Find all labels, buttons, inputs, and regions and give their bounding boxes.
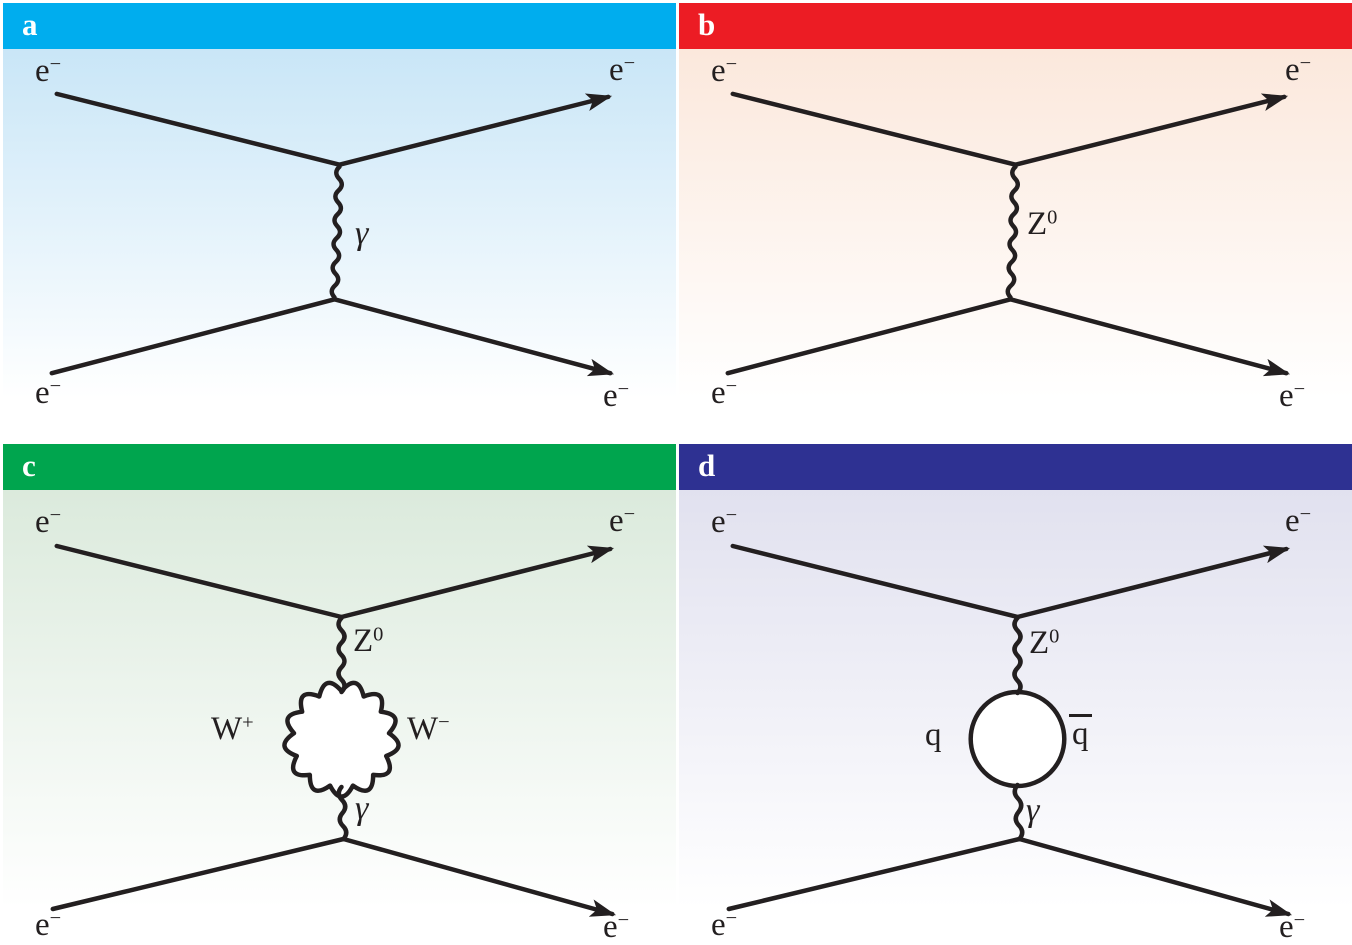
- panel-b-body: e− e− e− e− Z0: [679, 49, 1352, 437]
- feynman-svg-d: [726, 543, 1293, 917]
- electron-line-in-bottom: [726, 836, 1022, 912]
- w-minus-label: W−: [407, 711, 450, 747]
- electron-line-in-top: [730, 543, 1020, 620]
- panel-c: c e− e− e− e− Z0 W+: [3, 444, 676, 945]
- electron-in-bottom-label: e−: [35, 907, 62, 943]
- electron-line-in-bottom: [50, 836, 346, 912]
- electron-out-top-label: e−: [609, 52, 636, 88]
- electron-line-out-bottom: [332, 297, 615, 377]
- electron-line-out-top: [1015, 545, 1291, 620]
- z-boson-propagator: [336, 615, 347, 695]
- panel-a-header: a: [3, 3, 676, 49]
- feynman-svg-c: [50, 543, 617, 917]
- photon-propagator: [329, 164, 345, 300]
- electron-in-top-label: e−: [35, 504, 62, 540]
- photon-label: γ: [355, 789, 369, 827]
- electron-line-out-top: [1013, 93, 1289, 167]
- electron-line-out-bottom: [1008, 297, 1291, 377]
- panel-c-body: e− e− e− e− Z0 W+ W− γ: [3, 490, 676, 945]
- panel-d-body: e− e− e− e− Z0 q q γ: [679, 490, 1352, 945]
- panel-b-letter: b: [698, 7, 716, 42]
- panel-d: d e− e− e− e− Z0 q: [679, 444, 1352, 945]
- electron-line-in-bottom: [49, 297, 337, 376]
- electron-in-top-label: e−: [711, 504, 738, 540]
- panel-c-header: c: [3, 444, 676, 490]
- z-boson-propagator: [1005, 164, 1021, 300]
- electron-line-in-bottom: [725, 297, 1013, 376]
- electron-out-bottom-label: e−: [603, 909, 630, 945]
- panel-d-letter: d: [698, 448, 716, 483]
- panel-a-letter: a: [22, 7, 38, 42]
- panel-c-letter: c: [22, 448, 36, 483]
- photon-propagator: [1012, 782, 1025, 842]
- electron-in-bottom-label: e−: [711, 907, 738, 943]
- electron-line-out-top: [337, 93, 613, 167]
- electron-out-bottom-label: e−: [1279, 378, 1306, 414]
- electron-line-in-top: [730, 91, 1018, 167]
- photon-label: γ: [1026, 791, 1040, 829]
- electron-out-bottom-label: e−: [603, 378, 630, 414]
- electron-line-in-top: [54, 543, 344, 620]
- panel-a: a e− e− e− e− γ: [3, 3, 676, 437]
- w-plus-label: W+: [211, 711, 254, 747]
- panel-a-body: e− e− e− e− γ: [3, 49, 676, 437]
- panel-d-header: d: [679, 444, 1352, 490]
- electron-out-top-label: e−: [1285, 503, 1312, 539]
- feynman-svg-b: [725, 91, 1291, 377]
- z-boson-propagator: [1012, 615, 1023, 696]
- feynman-svg-a: [49, 91, 615, 377]
- antiquark-label: q: [1069, 714, 1092, 752]
- quark-label: q: [925, 717, 942, 753]
- electron-in-top-label: e−: [35, 53, 62, 89]
- w-boson-loop: [282, 680, 401, 799]
- photon-label: γ: [355, 214, 369, 252]
- z-boson-label: Z0: [1029, 625, 1060, 661]
- electron-in-bottom-label: e−: [35, 375, 62, 411]
- photon-propagator: [336, 784, 349, 842]
- electron-line-out-top: [339, 545, 615, 620]
- electron-out-bottom-label: e−: [1279, 909, 1306, 945]
- electron-in-bottom-label: e−: [711, 375, 738, 411]
- electron-line-out-bottom: [1017, 836, 1293, 917]
- electron-in-top-label: e−: [711, 53, 738, 89]
- quark-loop: [968, 689, 1067, 789]
- z-boson-label: Z0: [1027, 206, 1058, 242]
- electron-line-out-bottom: [341, 836, 617, 917]
- panel-b: b e− e− e− e− Z0: [679, 3, 1352, 437]
- electron-line-in-top: [54, 91, 342, 167]
- electron-out-top-label: e−: [609, 503, 636, 539]
- panel-b-header: b: [679, 3, 1352, 49]
- electron-out-top-label: e−: [1285, 52, 1312, 88]
- z-boson-label: Z0: [353, 623, 384, 659]
